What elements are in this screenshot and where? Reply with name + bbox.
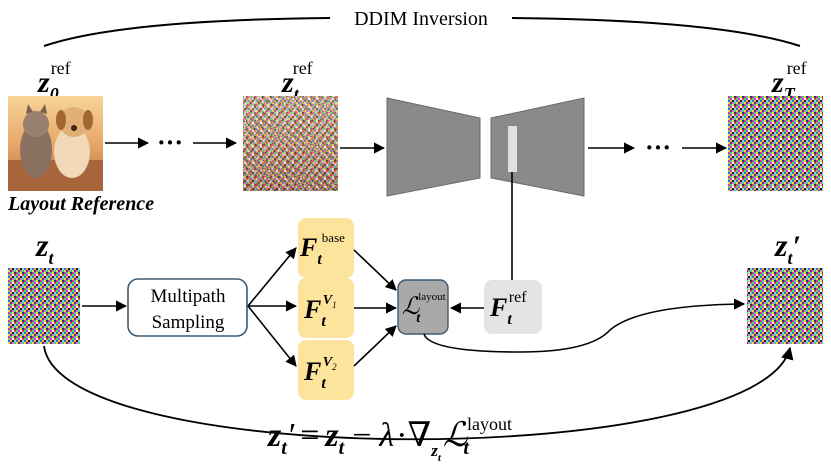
feature-v2-box [298, 340, 354, 400]
z0-ref-label: z0ref [37, 58, 71, 104]
unet-feature-slot [508, 126, 517, 172]
fan-to-base [247, 247, 297, 307]
ddim-bracket-left [43, 17, 331, 47]
curve-loss-to-zt-prime [423, 298, 746, 353]
ddim-bracket-right [511, 17, 801, 47]
zt-label: zt [35, 227, 54, 268]
layout-reference-caption: Layout Reference [7, 193, 154, 215]
dots-1: ··· [157, 128, 183, 157]
unet-decoder [490, 97, 585, 197]
feature-v1-label: FtV1 [303, 293, 337, 330]
zt-image [8, 268, 80, 344]
zt-ref-label: ztref [281, 58, 313, 104]
update-equation: zt′=zt−λ·∇ztℒtlayout [267, 414, 512, 464]
unet-block [386, 97, 585, 197]
unet-encoder [386, 97, 481, 197]
dots-2: ··· [645, 133, 671, 162]
zt-ref-image [243, 96, 338, 191]
layout-loss-box [397, 279, 449, 335]
zt-prime-label: zt′ [774, 227, 801, 268]
fan-to-v2 [247, 305, 297, 367]
layout-reference-image [8, 96, 103, 191]
feature-ref-label: Ftref [489, 289, 527, 328]
multipath-sampling-box [127, 278, 248, 337]
feature-ref-box [484, 280, 542, 334]
layout-loss-label: ℒtlayout [402, 291, 446, 326]
zt-prime-image [747, 268, 823, 344]
arrow-v2-to-loss [353, 325, 397, 367]
zT-ref-image [728, 96, 823, 191]
multipath-line2: Sampling [152, 312, 225, 333]
feature-base-box [298, 218, 354, 278]
curve-zt-to-zt-prime [43, 345, 794, 441]
feature-v2-label: FtV2 [303, 355, 337, 392]
ddim-inversion-label: DDIM Inversion [354, 8, 488, 30]
multipath-line1: Multipath [151, 286, 226, 307]
arrow-base-to-loss [353, 249, 397, 291]
feature-v1-box [298, 278, 354, 338]
feature-base-label: Ftbase [299, 230, 345, 268]
